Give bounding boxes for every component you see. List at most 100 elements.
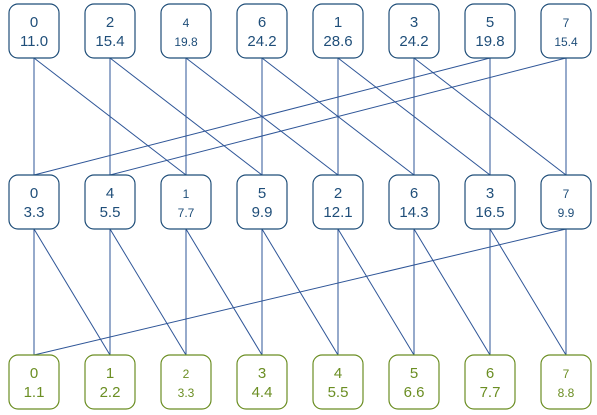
middle-node-2: 212.1: [312, 174, 364, 230]
edges-layer: [33, 57, 567, 356]
middle-node-5: 59.9: [236, 174, 288, 230]
node-value-label: 19.8: [174, 35, 198, 49]
bottom-node-5: 56.6: [388, 354, 440, 410]
node-index-label: 5: [258, 185, 266, 202]
node-index-label: 1: [334, 14, 342, 31]
node-value-label: 2.2: [100, 384, 121, 401]
node-index-label: 3: [258, 365, 266, 382]
node-value-label: 3.3: [178, 386, 195, 400]
node-value-label: 7.7: [178, 206, 195, 220]
node-index-label: 4: [334, 365, 342, 382]
node-index-label: 4: [183, 16, 190, 30]
node-box: [388, 354, 440, 410]
node-value-label: 24.2: [247, 33, 276, 50]
node-value-label: 5.5: [100, 204, 121, 221]
node-value-label: 8.8: [558, 386, 575, 400]
node-value-label: 15.4: [95, 33, 124, 50]
middle-node-1: 17.7: [160, 174, 212, 230]
top-node-0: 011.0: [8, 3, 60, 59]
node-index-label: 4: [106, 185, 114, 202]
node-box: [540, 174, 592, 230]
node-box: [236, 3, 288, 59]
node-index-label: 6: [410, 185, 418, 202]
node-box: [464, 354, 516, 410]
top-node-7: 715.4: [540, 3, 592, 59]
node-box: [84, 3, 136, 59]
edge-top-5-to-middle-0: [33, 57, 491, 176]
node-value-label: 19.8: [475, 33, 504, 50]
node-box: [236, 354, 288, 410]
node-box: [8, 354, 60, 410]
node-index-label: 5: [486, 14, 494, 31]
node-box: [160, 3, 212, 59]
node-index-label: 7: [563, 367, 570, 381]
node-index-label: 7: [563, 187, 570, 201]
middle-node-6: 614.3: [388, 174, 440, 230]
node-box: [388, 174, 440, 230]
node-box: [540, 3, 592, 59]
node-index-label: 0: [30, 14, 38, 31]
node-box: [464, 3, 516, 59]
top-node-5: 519.8: [464, 3, 516, 59]
edge-middle-3-to-bottom-7: [489, 228, 567, 356]
node-box: [312, 3, 364, 59]
edge-top-7-to-middle-4: [109, 57, 567, 176]
node-index-label: 2: [183, 367, 190, 381]
edge-middle-4-to-bottom-2: [109, 228, 187, 356]
node-index-label: 6: [486, 365, 494, 382]
bottom-node-2: 23.3: [160, 354, 212, 410]
edge-middle-7-to-bottom-0: [33, 228, 567, 356]
node-index-label: 3: [410, 14, 418, 31]
node-value-label: 5.5: [328, 384, 349, 401]
node-value-label: 1.1: [24, 384, 45, 401]
bottom-node-0: 01.1: [8, 354, 60, 410]
node-index-label: 2: [334, 185, 342, 202]
top-node-4: 419.8: [160, 3, 212, 59]
node-index-label: 3: [486, 185, 494, 202]
node-value-label: 14.3: [399, 204, 428, 221]
node-value-label: 28.6: [323, 33, 352, 50]
node-value-label: 4.4: [252, 384, 273, 401]
node-box: [8, 174, 60, 230]
bottom-node-6: 67.7: [464, 354, 516, 410]
edge-middle-2-to-bottom-5: [337, 228, 415, 356]
top-node-6: 624.2: [236, 3, 288, 59]
node-value-label: 6.6: [404, 384, 425, 401]
node-box: [160, 354, 212, 410]
node-box: [464, 174, 516, 230]
node-box: [312, 174, 364, 230]
node-value-label: 12.1: [323, 204, 352, 221]
node-value-label: 7.7: [480, 384, 501, 401]
nodes-layer: 011.0215.4419.8624.2128.6324.2519.8715.4…: [8, 3, 592, 410]
node-value-label: 24.2: [399, 33, 428, 50]
node-box: [388, 3, 440, 59]
node-index-label: 0: [30, 185, 38, 202]
top-node-1: 128.6: [312, 3, 364, 59]
middle-node-3: 316.5: [464, 174, 516, 230]
middle-node-4: 45.5: [84, 174, 136, 230]
node-value-label: 11.0: [20, 33, 48, 50]
bottom-node-4: 45.5: [312, 354, 364, 410]
node-box: [8, 3, 60, 59]
bottom-node-1: 12.2: [84, 354, 136, 410]
node-box: [160, 174, 212, 230]
bottom-node-3: 34.4: [236, 354, 288, 410]
bottom-node-7: 78.8: [540, 354, 592, 410]
node-index-label: 6: [258, 14, 266, 31]
node-index-label: 7: [563, 16, 570, 30]
node-value-label: 15.4: [554, 35, 578, 49]
node-index-label: 5: [410, 365, 418, 382]
node-value-label: 16.5: [475, 204, 504, 221]
node-index-label: 0: [30, 365, 38, 382]
edge-middle-1-to-bottom-3: [185, 228, 263, 356]
node-box: [312, 354, 364, 410]
node-index-label: 1: [183, 187, 190, 201]
node-index-label: 1: [106, 365, 114, 382]
node-index-label: 2: [106, 14, 114, 31]
node-box: [236, 174, 288, 230]
top-node-3: 324.2: [388, 3, 440, 59]
node-value-label: 9.9: [252, 204, 273, 221]
edge-middle-0-to-bottom-1: [33, 228, 111, 356]
node-box: [84, 354, 136, 410]
node-value-label: 3.3: [24, 204, 45, 221]
